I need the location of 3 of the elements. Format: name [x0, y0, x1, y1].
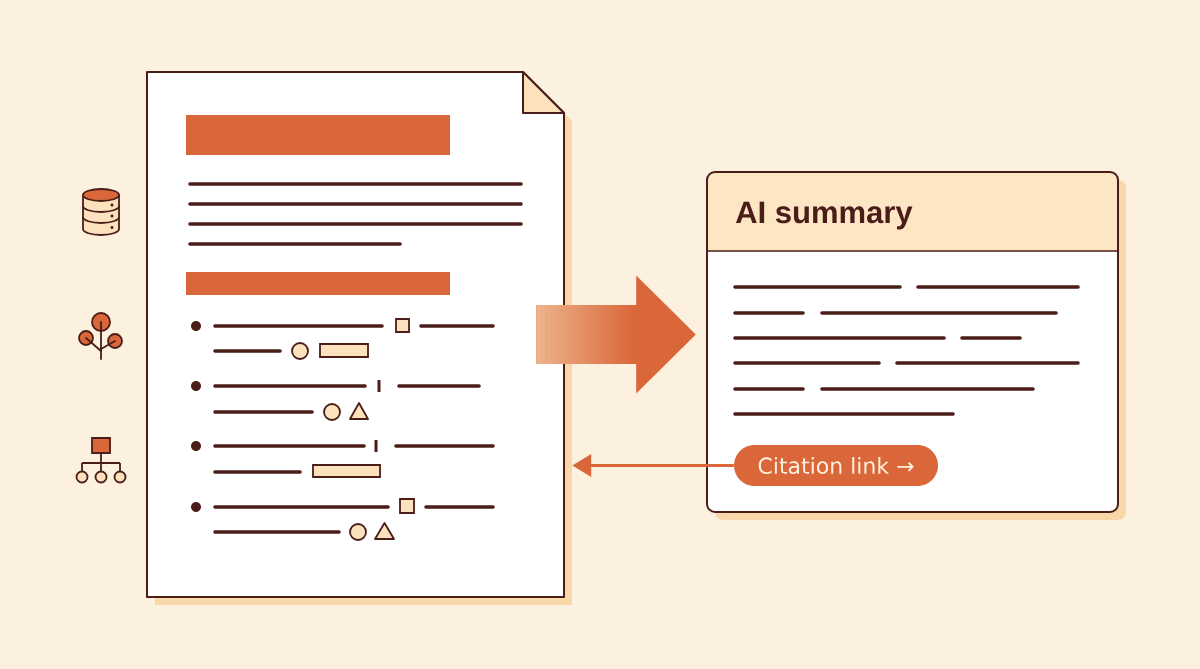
- block-arrow: [536, 275, 696, 394]
- document-page: [146, 71, 572, 605]
- link-button: Citation link →: [734, 445, 938, 486]
